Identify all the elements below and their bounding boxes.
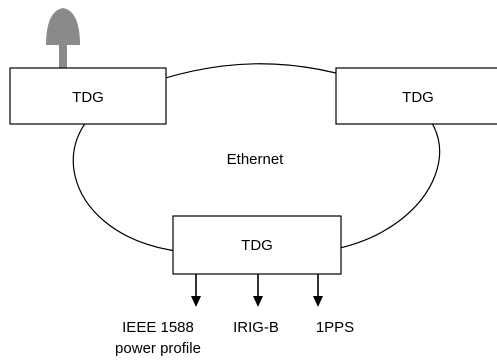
arrow-1pps: [313, 274, 323, 307]
output-1pps-label: 1PPS: [316, 319, 354, 336]
ethernet-label: Ethernet: [227, 151, 285, 168]
arrow-ieee1588: [191, 274, 201, 307]
output-ieee1588-label: IEEE 1588: [122, 319, 194, 336]
output-ieee1588-sublabel: power profile: [115, 340, 201, 357]
tdg-node-bottom: TDG: [172, 215, 342, 275]
ethernet-ring: [72, 63, 441, 256]
tdg-node-top-right: TDG: [335, 67, 497, 125]
output-irigb-label: IRIG-B: [233, 319, 279, 336]
arrow-irigb: [253, 274, 263, 307]
tdg-label-bottom: TDG: [241, 237, 273, 254]
tdg-label-top-left: TDG: [72, 89, 104, 106]
gnss-antenna-icon: [46, 8, 80, 68]
tdg-label-top-right: TDG: [402, 89, 434, 106]
tdg-node-top-left: TDG: [9, 67, 167, 125]
